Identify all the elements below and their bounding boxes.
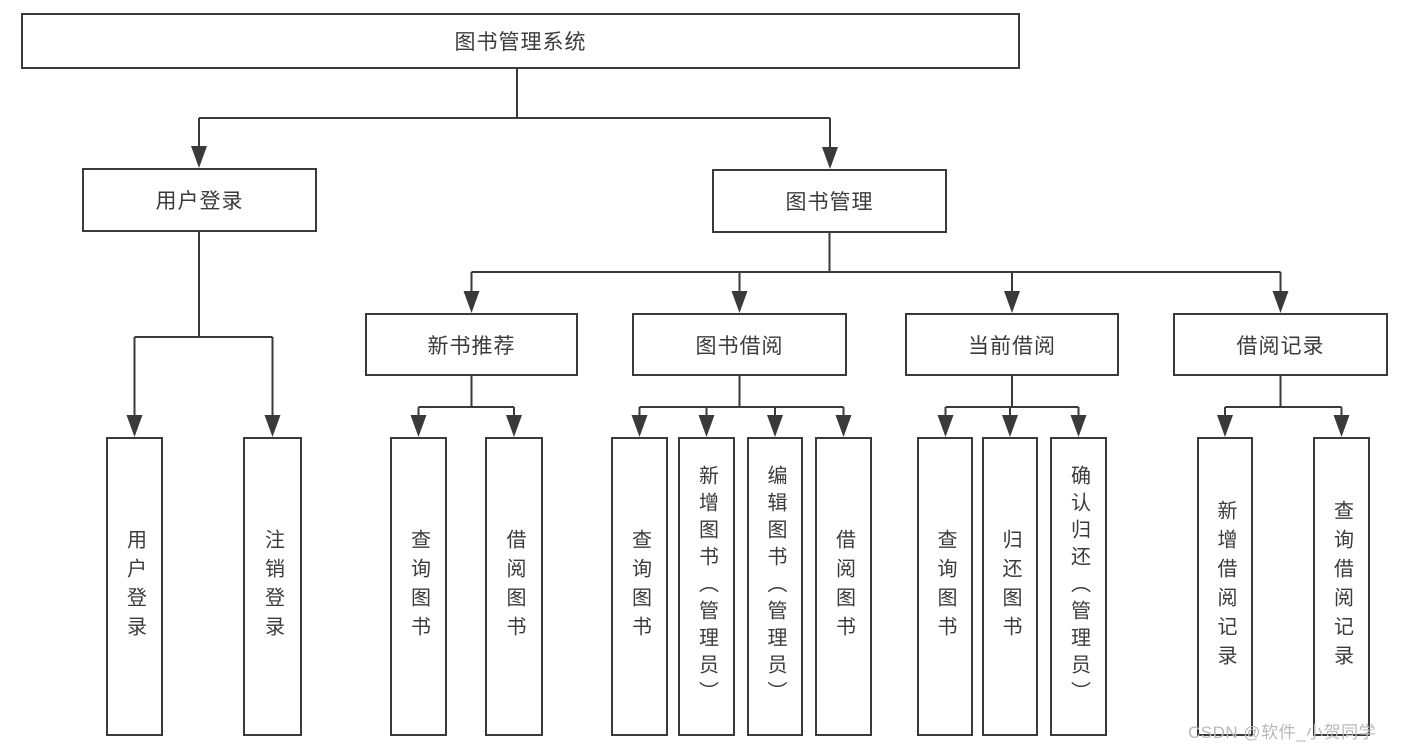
node-book-borrow: 图书借阅 xyxy=(632,313,847,376)
leaf-add-books-admin: 新增图书（管理员） xyxy=(678,437,735,736)
leaf-add-books-admin-label: 新增图书（管理员） xyxy=(695,465,718,708)
leaf-confirm-return-admin: 确认归还（管理员） xyxy=(1050,437,1107,736)
leaf-add-borrow-record: 新增借阅记录 xyxy=(1197,437,1253,736)
node-user-login-label: 用户登录 xyxy=(155,190,244,213)
leaf-logout-label: 注销登录 xyxy=(261,528,284,645)
node-borrow-records: 借阅记录 xyxy=(1173,313,1388,376)
leaf-logout: 注销登录 xyxy=(243,437,302,736)
leaf-borrow-books-recommend: 借阅图书 xyxy=(485,437,543,736)
leaf-query-books-recommend-label: 查询图书 xyxy=(407,528,430,645)
leaf-user-login-label: 用户登录 xyxy=(123,528,146,645)
arrowheads xyxy=(126,146,1350,437)
leaf-edit-books-admin-label: 编辑图书（管理员） xyxy=(764,465,786,708)
leaf-query-books-borrow-label: 查询图书 xyxy=(628,528,651,645)
node-new-book-recommend-label: 新书推荐 xyxy=(427,334,516,358)
leaf-return-books: 归还图书 xyxy=(982,437,1038,736)
leaf-query-borrow-record-label: 查询借阅记录 xyxy=(1330,499,1353,674)
leaf-query-borrow-record: 查询借阅记录 xyxy=(1313,437,1370,736)
leaf-query-books-borrow: 查询图书 xyxy=(611,437,668,736)
leaf-borrow-books: 借阅图书 xyxy=(815,437,872,736)
leaf-borrow-books-label: 借阅图书 xyxy=(832,528,855,645)
leaf-query-books-recommend: 查询图书 xyxy=(390,437,447,736)
leaf-confirm-return-admin-label: 确认归还（管理员） xyxy=(1067,465,1090,708)
leaf-return-books-label: 归还图书 xyxy=(999,528,1021,645)
node-book-borrow-label: 图书借阅 xyxy=(695,334,784,358)
node-current-borrow-label: 当前借阅 xyxy=(968,334,1056,358)
node-root-system: 图书管理系统 xyxy=(21,13,1020,69)
node-book-management-label: 图书管理 xyxy=(785,191,874,214)
node-current-borrow: 当前借阅 xyxy=(905,313,1119,376)
leaf-add-borrow-record-label: 新增借阅记录 xyxy=(1214,499,1236,674)
node-borrow-records-label: 借阅记录 xyxy=(1236,334,1325,358)
node-user-login: 用户登录 xyxy=(82,168,317,232)
node-root-label: 图书管理系统 xyxy=(454,31,587,54)
node-book-management: 图书管理 xyxy=(712,169,947,233)
node-new-book-recommend: 新书推荐 xyxy=(365,313,578,376)
leaf-borrow-books-recommend-label: 借阅图书 xyxy=(503,528,525,645)
leaf-edit-books-admin: 编辑图书（管理员） xyxy=(747,437,803,736)
leaf-query-books-current: 查询图书 xyxy=(917,437,973,736)
leaf-user-login: 用户登录 xyxy=(106,437,163,736)
leaf-query-books-current-label: 查询图书 xyxy=(934,528,956,645)
